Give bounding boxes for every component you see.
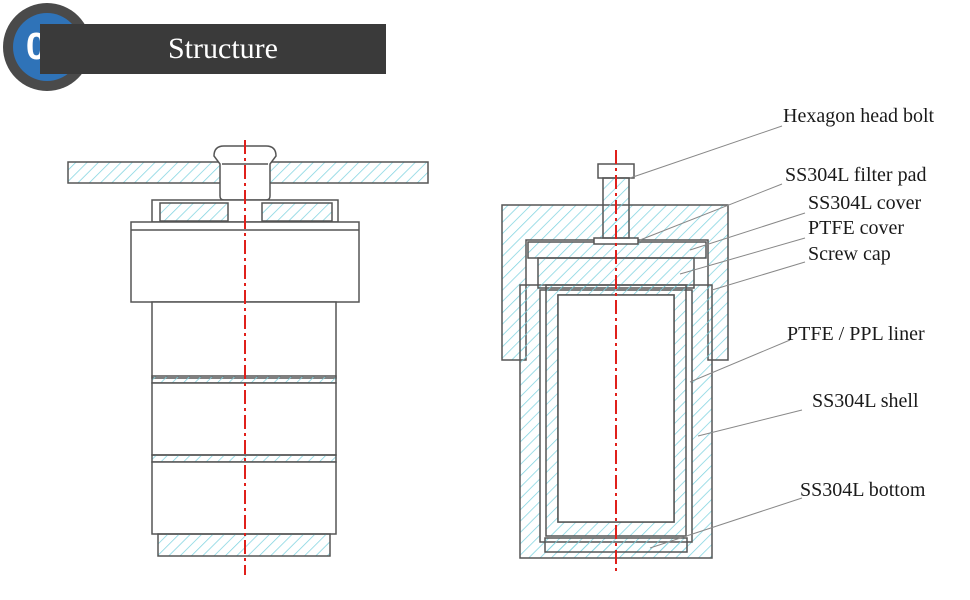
label-hexagon-head-bolt: Hexagon head bolt <box>783 105 935 127</box>
leader-lines <box>629 125 806 549</box>
cap-hatch-left <box>159 202 229 222</box>
leader-screw-cap <box>711 261 806 291</box>
external-view <box>67 145 429 557</box>
page-title: Structure <box>168 32 278 65</box>
label-bottom: SS304L bottom <box>800 479 926 501</box>
label-ptfe-cover: PTFE cover <box>808 217 904 239</box>
leader-ss-cover <box>689 212 806 251</box>
label-ss304l-cover: SS304L cover <box>808 192 921 214</box>
header-bar <box>40 24 386 74</box>
leader-filter-pad <box>639 183 783 241</box>
leader-liner <box>689 339 791 383</box>
label-screw-cap: Screw cap <box>808 243 891 265</box>
cap-hatch-right <box>261 202 333 222</box>
leader-ptfe-cover <box>679 237 806 275</box>
label-shell: SS304L shell <box>812 390 919 412</box>
leader-bottom <box>649 497 803 549</box>
leader-shell <box>697 409 803 437</box>
label-filter-pad: SS304L filter pad <box>785 164 926 186</box>
label-liner: PTFE / PPL liner <box>787 323 925 345</box>
leader-hex-bolt <box>629 125 783 179</box>
